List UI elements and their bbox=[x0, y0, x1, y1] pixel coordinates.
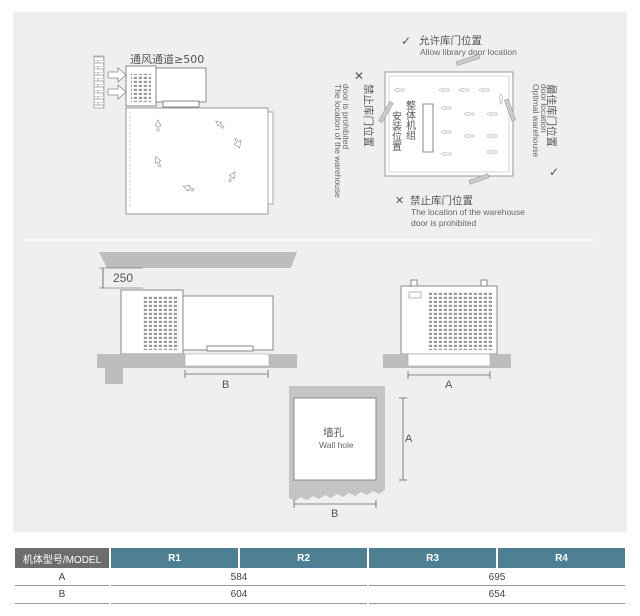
prohibit-left-en-2: door is prohibited bbox=[341, 84, 351, 149]
airflow-arrows bbox=[154, 119, 242, 192]
room-plan-inner bbox=[388, 75, 510, 173]
wall-dim-b: B bbox=[331, 508, 338, 520]
clearance-label: 250 bbox=[113, 271, 133, 285]
row-label: A bbox=[15, 568, 109, 586]
check-icon: ✓ bbox=[401, 34, 411, 48]
door-marker bbox=[503, 98, 517, 122]
row-label: B bbox=[15, 586, 109, 604]
cross-icon: ✕ bbox=[354, 69, 364, 83]
column-header: R2 bbox=[240, 548, 367, 568]
wall-hole-cn: 墙孔 bbox=[323, 426, 344, 439]
allow-label-en: Allow library door location bbox=[420, 47, 517, 57]
unit-grille bbox=[131, 74, 151, 102]
unit-body-top bbox=[155, 67, 207, 103]
brick-wall bbox=[93, 55, 105, 109]
side-view-left: 250 B bbox=[97, 252, 297, 391]
dim-b-label: B bbox=[222, 379, 229, 391]
door-marker bbox=[378, 101, 394, 123]
unit-front-grille bbox=[429, 292, 493, 350]
cross-icon: ✕ bbox=[395, 194, 404, 207]
model-header: 机体型号/MODEL bbox=[15, 548, 109, 568]
wall-hole-en: Wall hole bbox=[319, 440, 354, 450]
prohibit-bottom-en-1: The location of the warehouse bbox=[411, 207, 525, 217]
door-marker bbox=[468, 173, 490, 185]
unit-bracket bbox=[162, 100, 200, 108]
vent-label: 通风通道≥500 bbox=[130, 52, 204, 66]
table-cell: 604 bbox=[111, 586, 367, 604]
install-label: 安装位置 bbox=[390, 110, 402, 151]
table-row: B 604 654 bbox=[15, 586, 625, 604]
check-icon: ✓ bbox=[549, 165, 559, 179]
front-view-right: A bbox=[383, 279, 511, 391]
prohibit-left-en-1: The location of the warehouse bbox=[333, 84, 343, 198]
allow-label-cn: 允许库门位置 bbox=[419, 34, 482, 47]
dim-a-label: A bbox=[445, 379, 453, 391]
floor-step bbox=[105, 368, 123, 384]
top-left-plan: 通风通道≥500 bbox=[93, 52, 274, 215]
wall-hole-diagram: 墙孔 Wall hole A B bbox=[281, 386, 413, 520]
table-cell: 584 bbox=[111, 568, 367, 586]
spec-table: 机体型号/MODEL R1 R2 R3 R4 A 584 695 B 604 6… bbox=[13, 548, 627, 604]
unit-side-grille bbox=[143, 296, 179, 350]
optimal-label-en-1: Optimal warehouse bbox=[531, 84, 541, 158]
unit-evaporator bbox=[182, 295, 274, 351]
cold-room-plan bbox=[125, 107, 269, 215]
prohibit-left-cn: 禁止库门位置 bbox=[362, 84, 375, 147]
table-row: A 584 695 bbox=[15, 568, 625, 586]
cold-room-door bbox=[267, 111, 274, 205]
column-header: R1 bbox=[111, 548, 238, 568]
unit-label: 整体机组 bbox=[404, 99, 416, 140]
optimal-label-en-2: door location bbox=[539, 84, 549, 133]
prohibit-bottom-en-2: door is prohibited bbox=[411, 218, 476, 228]
installation-diagram: 通风通道≥500 ✓ 允许库门位置 Allow library door loc… bbox=[25, 34, 593, 520]
table-header-row: 机体型号/MODEL R1 R2 R3 R4 bbox=[15, 548, 625, 568]
wall-hole bbox=[293, 397, 377, 481]
installation-diagram-panel: 通风通道≥500 ✓ 允许库门位置 Allow library door loc… bbox=[13, 12, 627, 532]
column-header: R4 bbox=[498, 548, 625, 568]
ceiling-slab bbox=[99, 252, 297, 268]
table-cell: 654 bbox=[369, 586, 625, 604]
top-right-plan: ✓ 允许库门位置 Allow library door location ✕ 禁… bbox=[333, 34, 559, 228]
door-marker bbox=[455, 54, 481, 66]
optimal-label-cn: 最佳库门位置 bbox=[545, 84, 558, 147]
room-airflow-arrows bbox=[393, 87, 504, 157]
column-header: R3 bbox=[369, 548, 496, 568]
vent-arrow-icon bbox=[107, 84, 127, 100]
unit-position bbox=[422, 103, 434, 153]
wall-dim-a: A bbox=[405, 433, 413, 445]
vent-arrow-icon bbox=[107, 67, 127, 83]
prohibit-bottom-cn: 禁止库门位置 bbox=[410, 194, 473, 207]
model-dimension-table: 机体型号/MODEL R1 R2 R3 R4 A 584 695 B 604 6… bbox=[13, 548, 627, 604]
table-cell: 695 bbox=[369, 568, 625, 586]
